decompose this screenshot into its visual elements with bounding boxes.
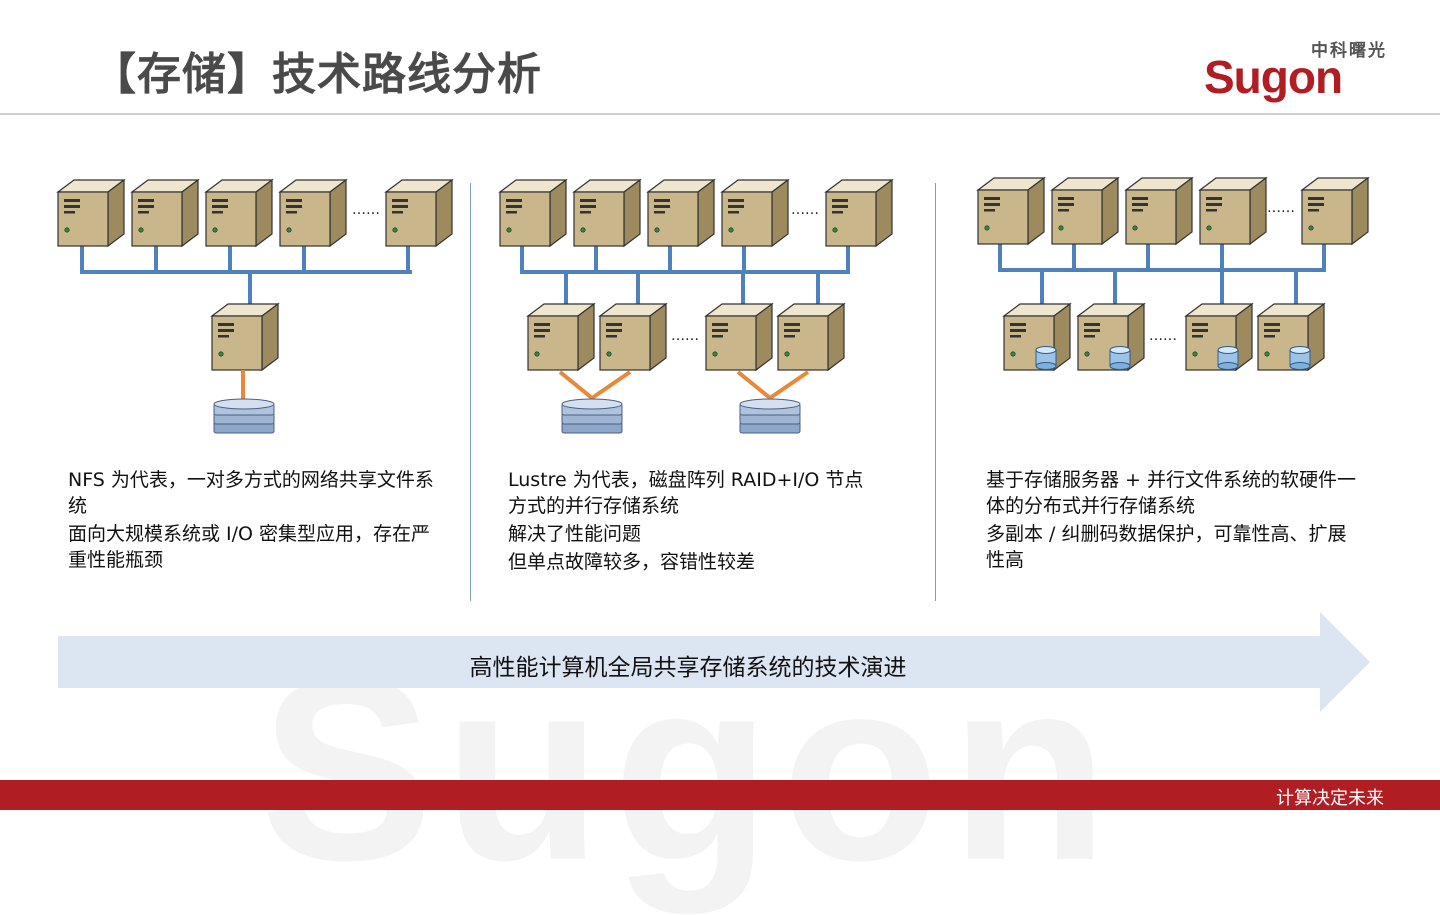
raid-disk-array-icon	[739, 398, 801, 434]
column-divider-2	[935, 183, 936, 601]
lustre-description: Lustre 为代表，磁盘阵列 RAID+I/O 节点方式的并行存储系统 解决了…	[508, 467, 880, 575]
description-line: 但单点故障较多，容错性较差	[508, 551, 756, 573]
evolution-arrow-label: 高性能计算机全局共享存储系统的技术演进	[469, 655, 907, 681]
compute-node-server-icon	[279, 179, 347, 247]
description-line: 多副本 / 纠删码数据保护，可靠性高、扩展性高	[986, 523, 1347, 571]
ellipsis: ……	[1149, 328, 1177, 344]
compute-bus	[80, 246, 412, 306]
disk-cylinder-icon	[1217, 346, 1239, 370]
ellipsis: ……	[1267, 200, 1295, 216]
nfs-description: NFS 为代表，一对多方式的网络共享文件系统 面向大规模系统或 I/O 密集型应…	[68, 467, 440, 573]
architecture-diagrams: …… …… ……	[57, 177, 1370, 712]
nfs-diagram: ……	[57, 179, 453, 434]
compute-node-server-icon	[647, 179, 715, 247]
compute-node-server-icon	[1199, 177, 1267, 245]
compute-node-server-icon	[977, 177, 1045, 245]
distributed-diagram: …… ……	[977, 177, 1369, 371]
ellipsis: ……	[791, 202, 819, 218]
slide-title: 【存储】技术路线分析	[92, 49, 542, 100]
compute-node-server-icon	[385, 179, 453, 247]
io-node-server-icon	[705, 303, 773, 371]
sugon-logo: 中科曙光 Sugon	[1200, 36, 1395, 103]
distributed-description: 基于存储服务器 + 并行文件系统的软硬件一体的分布式并行存储系统 多副本 / 纠…	[986, 467, 1358, 573]
description-line: 解决了性能问题	[508, 523, 642, 545]
compute-node-server-icon	[1301, 177, 1369, 245]
compute-bus	[998, 244, 1326, 304]
description-line: Lustre 为代表，磁盘阵列 RAID+I/O 节点方式的并行存储系统	[508, 469, 864, 517]
compute-node-server-icon	[205, 179, 273, 247]
column-divider-1	[470, 183, 471, 601]
compute-node-server-icon	[57, 179, 125, 247]
io-node-server-icon	[599, 303, 667, 371]
compute-node-server-icon	[1051, 177, 1119, 245]
footer-bar: 计算决定未来	[0, 780, 1440, 810]
compute-node-server-icon	[1125, 177, 1193, 245]
disk-array-icon	[213, 398, 275, 434]
io-node-server-icon	[777, 303, 845, 371]
disk-cylinder-icon	[1109, 346, 1131, 370]
compute-node-server-icon	[721, 179, 789, 247]
title-divider	[0, 113, 1440, 115]
description-line: NFS 为代表，一对多方式的网络共享文件系统	[68, 469, 434, 517]
disk-cylinder-icon	[1035, 346, 1057, 370]
nfs-server-icon	[211, 303, 279, 371]
ellipsis: ……	[352, 202, 380, 218]
description-line: 基于存储服务器 + 并行文件系统的软硬件一体的分布式并行存储系统	[986, 469, 1357, 517]
ellipsis: ……	[671, 328, 699, 344]
compute-bus	[520, 246, 850, 306]
logo-chinese-text: 中科曙光	[1311, 41, 1387, 61]
description-line: 面向大规模系统或 I/O 密集型应用，存在严重性能瓶颈	[68, 523, 431, 571]
io-node-server-icon	[527, 303, 595, 371]
compute-node-server-icon	[131, 179, 199, 247]
logo-english-text: Sugon	[1204, 51, 1343, 103]
lustre-diagram: …… ……	[499, 179, 893, 434]
raid-disk-array-icon	[561, 398, 623, 434]
compute-node-server-icon	[499, 179, 567, 247]
disk-cylinder-icon	[1289, 346, 1311, 370]
evolution-arrow	[58, 612, 1370, 712]
raid-links	[558, 370, 810, 401]
compute-node-server-icon	[573, 179, 641, 247]
footer-slogan: 计算决定未来	[1276, 788, 1384, 809]
compute-node-server-icon	[825, 179, 893, 247]
